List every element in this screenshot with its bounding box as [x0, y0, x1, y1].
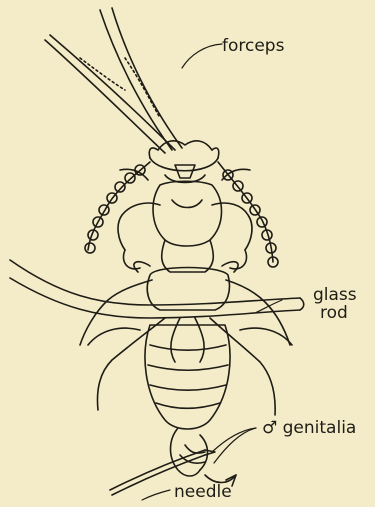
abdomen-drawing — [145, 325, 230, 429]
label-glass-rod: glass — [313, 287, 357, 304]
hind-legs-drawing — [88, 318, 292, 415]
middle-legs-drawing — [80, 262, 290, 345]
forceps-drawing — [45, 8, 182, 153]
label-forceps: forceps — [222, 38, 284, 55]
beetle-head-drawing — [149, 141, 218, 183]
label-glass-rod-2: rod — [320, 305, 348, 322]
front-legs-drawing — [118, 169, 252, 269]
label-genitalia: ♂ genitalia — [262, 420, 356, 437]
label-needle: needle — [174, 484, 232, 501]
thorax-drawing — [147, 181, 229, 310]
genitalia-drawing — [171, 428, 208, 476]
leader-lines — [142, 44, 282, 500]
